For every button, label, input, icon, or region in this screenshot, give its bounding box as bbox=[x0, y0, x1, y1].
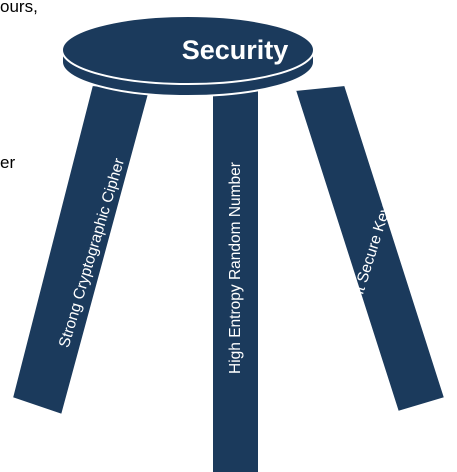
left-leg-shape bbox=[10, 83, 152, 417]
right-leg: Persistent Secure Key Storage bbox=[293, 83, 447, 414]
seat-label: Security bbox=[182, 35, 289, 65]
left-leg: Strong Cryptographic Cipher bbox=[10, 83, 152, 417]
center-leg-shape bbox=[211, 87, 260, 472]
cropped-text-fragment-middle: er bbox=[0, 153, 16, 172]
center-leg: High Entropy Random Number bbox=[211, 87, 260, 472]
right-leg-shape bbox=[293, 83, 447, 414]
center-leg-label: High Entropy Random Number bbox=[227, 162, 244, 374]
stool-seat: Security bbox=[61, 15, 315, 97]
cropped-text-fragment-top: ours, bbox=[0, 0, 38, 16]
seat-top bbox=[61, 15, 315, 85]
